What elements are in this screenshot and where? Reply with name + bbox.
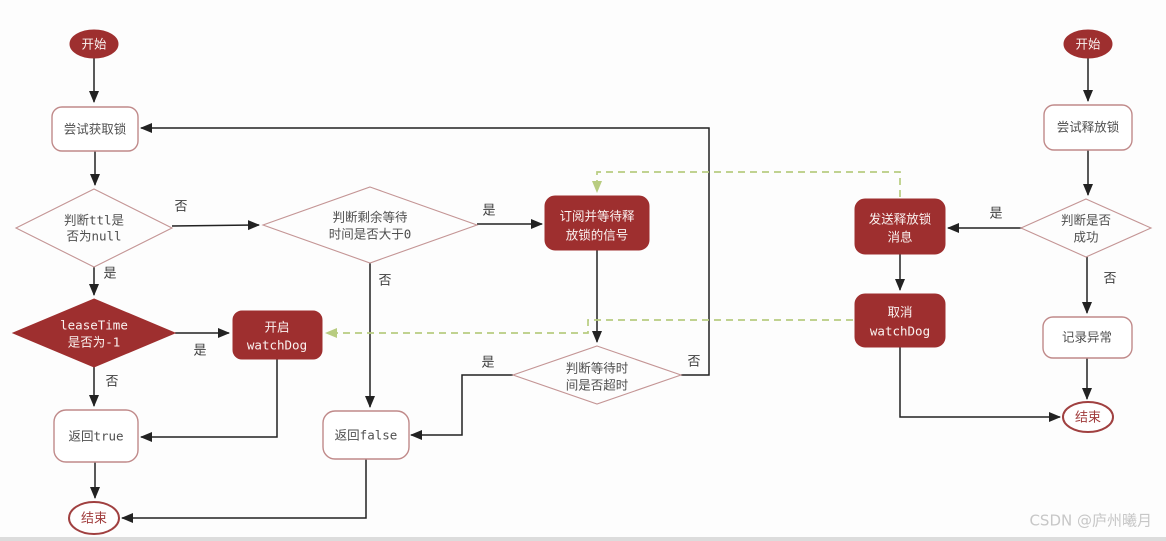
node-label-line2: 时间是否大于0 xyxy=(329,227,412,242)
edge-cancel-watchdog-to-end xyxy=(899,347,1061,422)
node-wait-timeout-check: 判断等待时 间是否超时 xyxy=(511,345,683,405)
label-remaining-yes: 是 xyxy=(482,204,495,219)
node-label-line1: 判断等待时 xyxy=(566,361,629,376)
edge-return-false-to-end xyxy=(121,459,367,523)
node-label-line1: 判断是否 xyxy=(1061,213,1111,228)
edge-ttl-no-to-remaining-wait xyxy=(171,220,260,231)
node-ttl-check: 判断ttl是 否为null xyxy=(14,188,174,268)
node-label: 返回true xyxy=(68,429,123,444)
node-label: 记录异常 xyxy=(1062,330,1112,345)
node-release-success-check: 判断是否 成功 xyxy=(1019,198,1153,258)
label-leasetime-yes: 是 xyxy=(193,344,206,359)
edge-dashed-cancel-to-start-watchdog xyxy=(325,319,853,338)
node-start-watchdog: 开启 watchDog xyxy=(232,310,323,360)
edge-dashed-release-msg-to-subscribe xyxy=(592,171,901,197)
node-label-line2: watchDog xyxy=(247,338,307,353)
node-try-acquire: 尝试获取锁 xyxy=(51,106,139,152)
label-timeout-no: 否 xyxy=(687,355,700,370)
node-label-line1: 订阅并等待释 xyxy=(559,209,635,224)
node-label: 结束 xyxy=(1075,411,1101,426)
node-return-true: 返回true xyxy=(53,409,139,463)
node-label: 开始 xyxy=(81,37,107,52)
node-label: 结束 xyxy=(81,512,107,527)
node-label-line2: 放锁的信号 xyxy=(566,228,629,243)
node-label-line2: 成功 xyxy=(1073,230,1098,245)
node-return-false: 返回false xyxy=(322,410,410,460)
label-remaining-no: 否 xyxy=(378,274,391,289)
node-subscribe-wait: 订阅并等待释 放锁的信号 xyxy=(544,195,650,251)
label-timeout-yes: 是 xyxy=(481,356,494,371)
node-label-line2: watchDog xyxy=(870,324,930,339)
node-remaining-wait-check: 判断剩余等待 时间是否大于0 xyxy=(261,186,479,264)
node-label: 尝试释放锁 xyxy=(1057,120,1120,135)
node-log-exception: 记录异常 xyxy=(1042,316,1133,359)
node-release-end: 结束 xyxy=(1062,401,1114,433)
node-label: 尝试获取锁 xyxy=(64,122,127,137)
node-label-line1: 取消 xyxy=(887,305,912,320)
label-leasetime-no: 否 xyxy=(105,375,118,390)
label-success-no: 否 xyxy=(1103,272,1116,287)
node-label-line1: 判断剩余等待 xyxy=(332,210,408,225)
node-label-line2: 是否为-1 xyxy=(68,335,121,350)
node-try-release: 尝试释放锁 xyxy=(1043,104,1133,151)
edge-watchdog-to-return-true xyxy=(140,359,278,442)
node-acquire-start: 开始 xyxy=(69,29,119,59)
label-ttl-no: 否 xyxy=(174,200,187,215)
node-send-release-msg: 发送释放锁 消息 xyxy=(854,198,946,255)
node-acquire-end: 结束 xyxy=(68,501,120,535)
node-label-line1: 开启 xyxy=(264,320,289,335)
node-release-start: 开始 xyxy=(1063,29,1113,59)
node-label-line1: 发送释放锁 xyxy=(869,212,932,227)
bottom-edge-strip xyxy=(0,537,1166,541)
edge-timeout-yes-to-return-false xyxy=(410,374,513,440)
node-label: 开始 xyxy=(1075,37,1101,52)
node-cancel-watchdog: 取消 watchDog xyxy=(854,293,946,348)
label-ttl-yes: 是 xyxy=(103,267,116,282)
node-label-line1: 判断ttl是 xyxy=(64,213,125,228)
node-label-line2: 消息 xyxy=(887,230,912,245)
node-label-line2: 否为null xyxy=(66,229,121,244)
node-label-line2: 间是否超时 xyxy=(566,378,629,393)
node-label-line1: leaseTime xyxy=(60,318,128,333)
node-label: 返回false xyxy=(335,428,398,443)
watermark-text: CSDN @庐州曦月 xyxy=(1029,512,1152,530)
label-success-yes: 是 xyxy=(989,207,1002,222)
edge-timeout-no-to-try-acquire xyxy=(140,123,710,376)
node-leasetime-check: leaseTime 是否为-1 xyxy=(11,298,177,368)
